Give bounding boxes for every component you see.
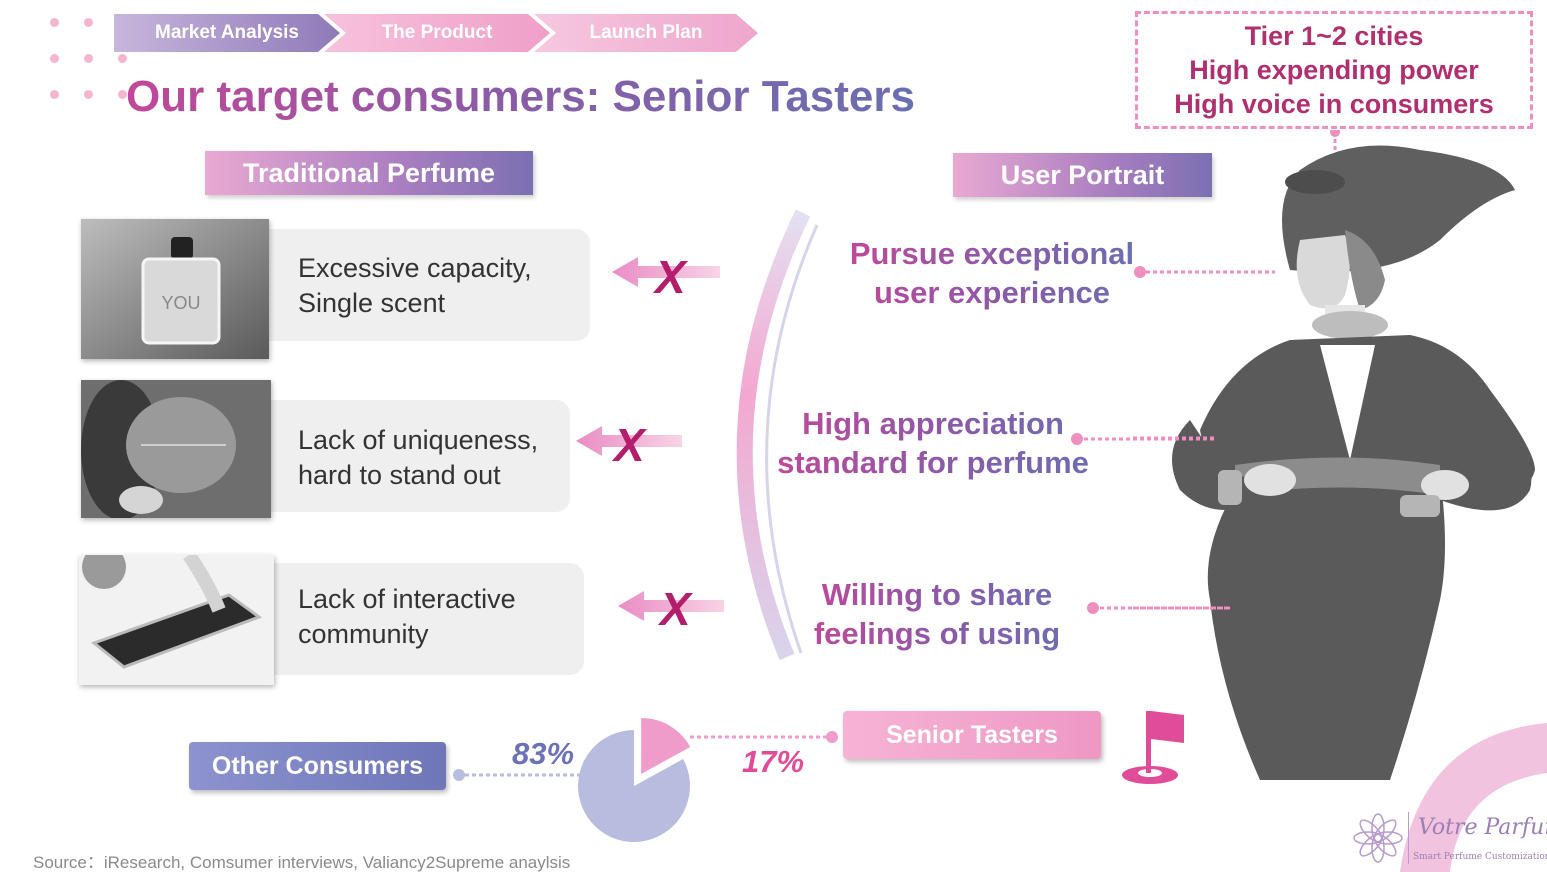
perfume-bottle-image: YOU [81,219,269,359]
trait-line: standard for perfume [777,445,1089,480]
logo-divider [1408,812,1409,864]
trait-line [1084,437,1216,441]
consumer-share-pie [578,717,691,842]
pie-slice-other-consumers [578,730,690,842]
x-mark-icon: X [660,583,691,635]
issue-text-uniqueness: Lack of uniqueness, hard to stand out [298,423,538,493]
card-line: Single scent [298,288,446,318]
trait-sharing: Willing to share feelings of using [800,575,1074,653]
card-line: community [298,619,429,649]
user-portrait-header: User Portrait [953,153,1212,197]
x-mark-icon: X [614,419,645,471]
card-line: Excessive capacity, [298,253,532,283]
x-mark-icon: X [655,251,686,303]
pie-connector-other [453,769,582,781]
issue-card-capacity [240,229,590,341]
logo-tagline: Smart Perfume Customization [1413,852,1547,862]
tier-box: Tier 1~2 cities High expending power Hig… [1135,11,1533,129]
leaf-face-photo [81,380,271,518]
issue-text-capacity: Excessive capacity, Single scent [298,251,532,321]
left-arrow-icon [612,257,720,287]
other-consumers-label: Other Consumers [189,742,446,790]
trait-appreciation: High appreciation standard for perfume [766,404,1100,482]
breadcrumb-label: The Product [381,22,493,43]
senior-tasters-label: Senior Tasters [843,711,1101,759]
issue-card-community [240,563,584,675]
card-line: hard to stand out [298,460,501,490]
card-line: Lack of uniqueness, [298,425,539,455]
woman-silhouette-illustration [1172,130,1535,780]
trait-line: Pursue exceptional [849,236,1135,271]
smartphone-photo [79,555,274,685]
tier-line: High expending power [1189,55,1479,85]
card-line: Lack of interactive [298,584,516,614]
traditional-perfume-header: Traditional Perfume [205,151,533,195]
other-percent: 83% [512,736,575,771]
tier-line: High voice in consumers [1174,89,1494,119]
trait-dot [1087,602,1099,614]
trait-line: feelings of using [813,616,1061,651]
issue-text-community: Lack of interactive community [298,582,516,652]
trait-experience: Pursue exceptional user experience [842,234,1142,312]
smartphone-image [79,555,274,685]
pie-slice-senior-tasters [641,717,691,774]
issue-card-uniqueness [240,400,570,512]
curved-divider [736,209,819,661]
tier-line: Tier 1~2 cities [1244,21,1424,51]
breadcrumb-market-analysis[interactable]: Market Analysis [114,14,340,52]
trait-dot [1071,433,1083,445]
flag-icon [1122,711,1184,784]
left-arrow-icon [618,591,724,621]
perfume-bottle-photo: YOU [81,219,269,359]
trait-line: Willing to share [821,577,1053,612]
page-title: Our target consumers: Senior Tasters [126,72,915,121]
pie-connector-senior [690,731,838,743]
trait-line [1100,606,1230,610]
breadcrumb-the-product[interactable]: The Product [324,14,550,52]
source-note: Source：iResearch, Comsumer interviews, V… [33,853,571,872]
breadcrumb-label: Launch Plan [589,22,703,43]
pill-label: Senior Tasters [886,720,1058,749]
decor-arc [1400,723,1547,872]
header-label: User Portrait [1000,159,1165,190]
header-label: Traditional Perfume [242,157,496,188]
senior-percent: 17% [742,744,805,779]
logo-name: Votre Parfum [1418,815,1547,840]
trait-line: High appreciation [802,406,1064,441]
trait-line: user experience [873,275,1111,310]
pill-label: Other Consumers [211,751,424,780]
breadcrumb-launch-plan[interactable]: Launch Plan [534,14,758,52]
bottle-label: YOU [161,293,200,313]
leaf-face-image [81,380,271,518]
left-arrow-icon [576,426,682,456]
breadcrumb-label: Market Analysis [155,22,299,43]
lotus-logo-icon [1353,813,1403,863]
